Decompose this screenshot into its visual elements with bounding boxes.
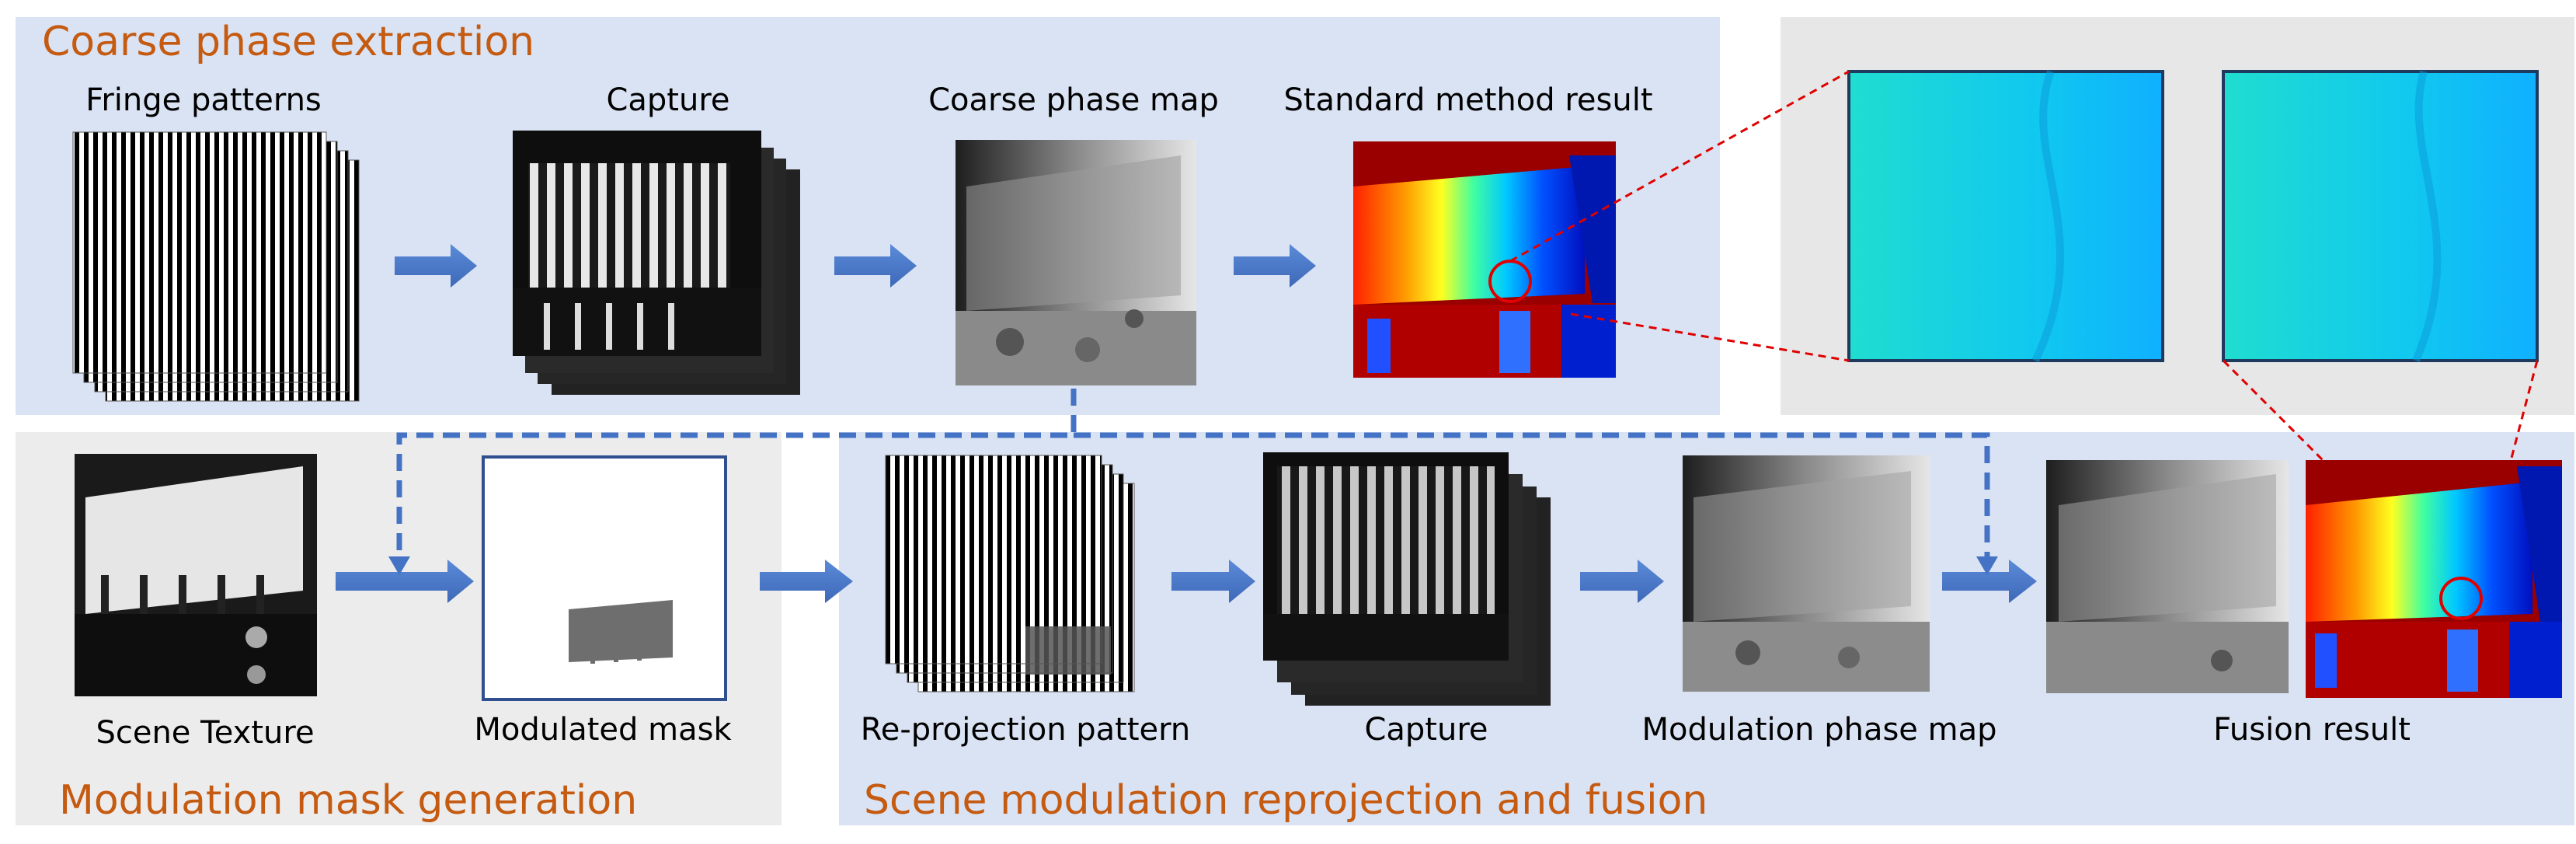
label-modulated-mask: Modulated mask bbox=[474, 712, 732, 748]
fusion-result-gray-image bbox=[2046, 460, 2289, 693]
label-fringe-patterns: Fringe patterns bbox=[85, 82, 322, 118]
label-fusion-result: Fusion result bbox=[2213, 712, 2411, 748]
fusion-result-jet-image bbox=[2306, 460, 2562, 698]
zoom-inset-standard bbox=[1847, 70, 2164, 363]
label-capture-top: Capture bbox=[606, 82, 730, 118]
label-reprojection-pattern: Re-projection pattern bbox=[860, 712, 1191, 748]
arrow-scene-to-mask bbox=[336, 560, 474, 603]
section-title-fusion: Scene modulation reprojection and fusion bbox=[864, 777, 1708, 824]
arrow-capture-to-modulation bbox=[1580, 560, 1664, 603]
zoom-inset-fusion bbox=[2222, 70, 2539, 362]
modulation-phase-map-image bbox=[1683, 455, 1930, 692]
label-capture-bottom: Capture bbox=[1364, 712, 1488, 748]
reprojection-pattern-stack bbox=[885, 455, 1135, 692]
arrow-reprojection-to-capture bbox=[1171, 560, 1255, 603]
modulated-mask-image bbox=[482, 455, 727, 701]
fringe-patterns-stack bbox=[72, 131, 360, 402]
arrow-mask-to-reprojection bbox=[760, 560, 853, 603]
label-coarse-phase-map: Coarse phase map bbox=[928, 82, 1219, 118]
capture-stack-bottom bbox=[1263, 452, 1551, 706]
label-standard-result: Standard method result bbox=[1283, 82, 1653, 118]
section-title-mask: Modulation mask generation bbox=[59, 777, 638, 824]
label-modulation-phase-map: Modulation phase map bbox=[1641, 712, 1997, 748]
highlight-circle-fusion bbox=[2439, 577, 2483, 620]
flow-arrows bbox=[336, 244, 2037, 603]
arrow-capture-to-coarse bbox=[834, 244, 917, 288]
standard-method-result-image bbox=[1353, 141, 1616, 378]
dashed-feedback-paths bbox=[396, 389, 1990, 561]
coarse-phase-map-image bbox=[956, 140, 1196, 385]
arrow-coarse-to-standard bbox=[1234, 244, 1316, 288]
label-scene-texture: Scene Texture bbox=[96, 715, 315, 751]
scene-texture-image bbox=[75, 454, 317, 696]
arrow-fringe-to-capture bbox=[395, 244, 477, 288]
dashed-path-arrowheads bbox=[388, 556, 1998, 575]
zoom-connectors bbox=[1509, 70, 2539, 586]
section-title-coarse: Coarse phase extraction bbox=[42, 19, 535, 65]
capture-stack-top bbox=[513, 131, 800, 395]
arrow-modulation-to-fusion bbox=[1942, 560, 2037, 603]
